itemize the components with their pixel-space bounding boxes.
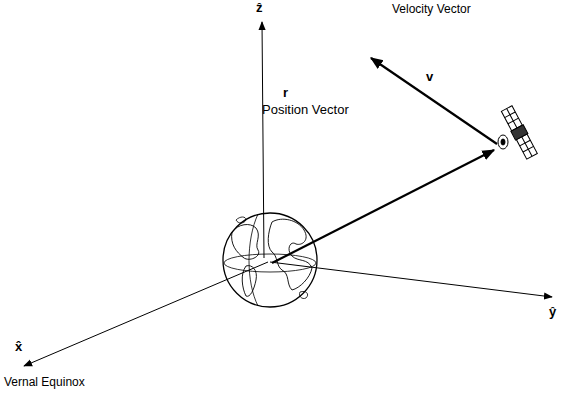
axis-label: x̂ — [15, 340, 22, 355]
x-axis — [24, 262, 268, 366]
vector-symbol: r — [283, 86, 288, 101]
velocity-vector — [371, 58, 497, 144]
vector-caption: Velocity Vector — [392, 3, 471, 17]
satellite — [498, 105, 538, 159]
position-vector — [272, 150, 494, 263]
z-axis — [262, 22, 264, 258]
vector-symbol: v — [426, 70, 433, 85]
axis-label: ẑ — [256, 1, 263, 16]
axis-caption: Vernal Equinox — [4, 376, 85, 390]
vector-caption: Position Vector — [262, 103, 349, 118]
axis-label: ŷ — [549, 305, 556, 320]
earth-globe — [223, 213, 317, 307]
